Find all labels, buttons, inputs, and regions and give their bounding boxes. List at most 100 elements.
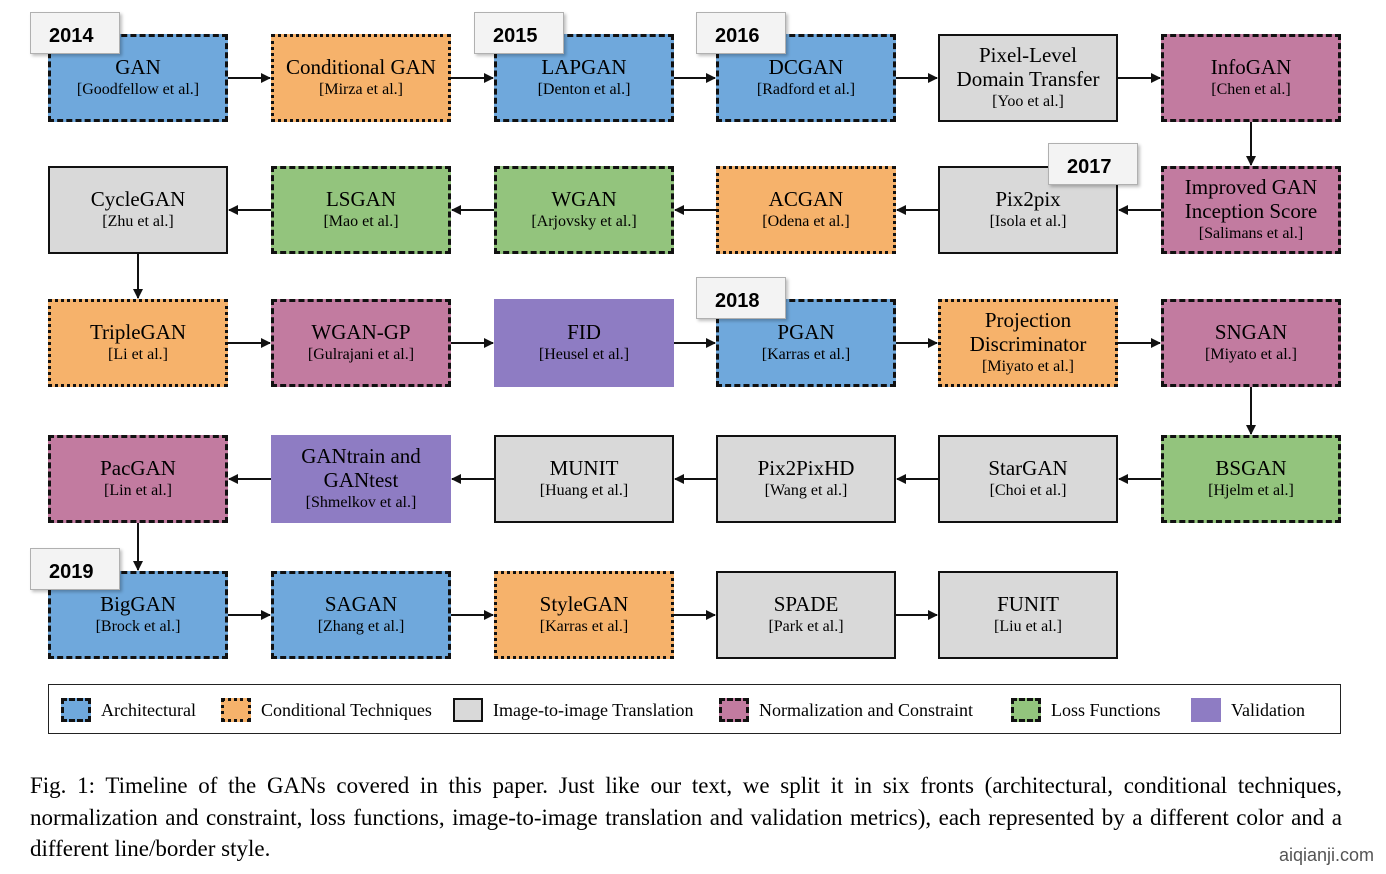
node-munit: MUNIT [Huang et al.] [494,435,674,523]
node-citation: [Arjovsky et al.] [531,213,637,230]
node-title: Pix2PixHD [757,456,855,480]
node-citation: [Zhu et al.] [102,213,174,230]
legend-item-valid: Validation [1191,696,1305,724]
node-citation: [Isola et al.] [989,213,1067,230]
node-citation: [Zhang et al.] [317,618,405,635]
node-funit: FUNIT [Liu et al.] [938,571,1118,659]
node-title: FUNIT [997,592,1059,616]
node-citation: [Odena et al.] [762,213,850,230]
node-citation: [Karras et al.] [539,618,629,635]
node-title: StyleGAN [539,592,629,616]
node-title: SPADE [773,592,839,616]
node-infogan: InfoGAN [Chen et al.] [1161,34,1341,122]
year-tag: 2014 [30,12,120,54]
legend-item-norm: Normalization and Constraint [719,696,973,724]
node-conditional-gan: Conditional GAN[Mirza et al.] [271,34,451,122]
year-tag: 2015 [474,12,564,54]
node-spade: SPADE [Park et al.] [716,571,896,659]
node-title: GAN [115,55,161,79]
node-citation: [Brock et al.] [95,618,181,635]
year-tag: 2016 [696,12,786,54]
node-acgan: ACGAN [Odena et al.] [716,166,896,254]
legend-swatch [453,698,483,722]
legend-item-loss: Loss Functions [1011,696,1161,724]
node-pixel-level-domain-transfer: Pixel-Level Domain Transfer [Yoo et al.] [938,34,1118,122]
node-citation: [Heusel et al.] [538,346,630,363]
node-citation: [Chen et al.] [1211,81,1291,98]
legend-swatch [1011,698,1041,722]
legend-item-arch: Architectural [61,696,196,724]
node-title: MUNIT [549,456,619,480]
node-title: Pix2pix [995,187,1061,211]
node-citation: [Mao et al.] [323,213,399,230]
watermark: aiqianji.com [1278,845,1374,865]
node-citation: [Karras et al.] [761,346,851,363]
node-citation: [Wang et al.] [764,482,848,499]
year-tag: 2017 [1048,143,1138,185]
figure-caption: Fig. 1: Timeline of the GANs covered in … [30,773,1342,861]
node-title: TripleGAN [89,320,187,344]
legend-swatch [61,698,91,722]
node-title: StarGAN [988,456,1068,480]
node-improved-gan-inception-score: Improved GAN Inception Score [Salimans et… [1161,166,1341,254]
node-title: LAPGAN [541,55,627,79]
node-title: BSGAN [1215,456,1287,480]
node-title: Pixel-Level Domain Transfer [956,43,1100,91]
node-fid: FID [Heusel et al.] [494,299,674,387]
node-citation: [Denton et al.] [537,81,631,98]
node-title: Conditional GAN [286,55,436,79]
timeline-arrows [133,73,1256,620]
node-title: ACGAN [768,187,844,211]
node-citation: [Salimans et al.] [1198,225,1304,242]
node-title: FID [567,320,601,344]
node-title: PGAN [777,320,835,344]
legend-swatch [221,698,251,722]
node-citation: [Park et al.] [768,618,844,635]
node-triplegan: TripleGAN [Li et al.] [48,299,228,387]
legend-label: Normalization and Constraint [759,699,973,720]
node-stargan: StarGAN [Choi et al.] [938,435,1118,523]
legend-swatch [1191,698,1221,722]
legend-label: Conditional Techniques [261,699,432,720]
node-gantrain-and-gantest: GANtrain and GANtest [Shmelkov et al.] [271,435,451,523]
node-lsgan: LSGAN [Mao et al.] [271,166,451,254]
node-citation: [Goodfellow et al.] [76,81,200,98]
year-tag: 2018 [696,277,786,319]
node-citation: [Gulrajani et al.] [307,346,415,363]
node-stylegan: StyleGAN [Karras et al.] [494,571,674,659]
legend: Architectural Conditional Techniques Image… [48,684,1341,734]
node-title: GANtrain and GANtest [301,444,421,492]
node-title: PacGAN [100,456,176,480]
node-citation: [Miyato et al.] [1205,346,1297,363]
node-wgan-gp: WGAN-GP [Gulrajani et al.] [271,299,451,387]
node-title: WGAN-GP [311,320,411,344]
legend-label: Loss Functions [1051,699,1161,720]
node-title: BigGAN [100,592,176,616]
node-sagan: SAGAN[Zhang et al.] [271,571,451,659]
node-title: WGAN [551,187,617,211]
node-citation: [Li et al.] [108,346,168,363]
node-pix2pixhd: Pix2PixHD [Wang et al.] [716,435,896,523]
node-title: SNGAN [1214,320,1288,344]
legend-label: Image-to-image Translation [493,699,694,720]
node-title: InfoGAN [1210,55,1292,79]
year-tag: 2019 [30,548,120,590]
node-citation: [Lin et al.] [104,482,172,499]
node-citation: [Shmelkov et al.] [305,494,417,511]
node-projection-discriminator: Projection Discriminator[Miyato et al.] [938,299,1118,387]
node-citation: [Choi et al.] [989,482,1067,499]
node-title: LSGAN [325,187,396,211]
node-citation: [Yoo et al.] [992,93,1064,110]
node-cyclegan: CycleGAN [Zhu et al.] [48,166,228,254]
node-title: CycleGAN [90,187,186,211]
legend-swatch [719,698,749,722]
node-title: Improved GAN Inception Score [1184,175,1318,223]
legend-label: Validation [1231,699,1305,720]
node-citation: [Liu et al.] [994,618,1062,635]
node-sngan: SNGAN [Miyato et al.] [1161,299,1341,387]
legend-item-cond: Conditional Techniques [221,696,432,724]
node-title: Projection Discriminator [969,308,1087,356]
node-citation: [Huang et al.] [539,482,629,499]
node-pacgan: PacGAN [Lin et al.] [48,435,228,523]
